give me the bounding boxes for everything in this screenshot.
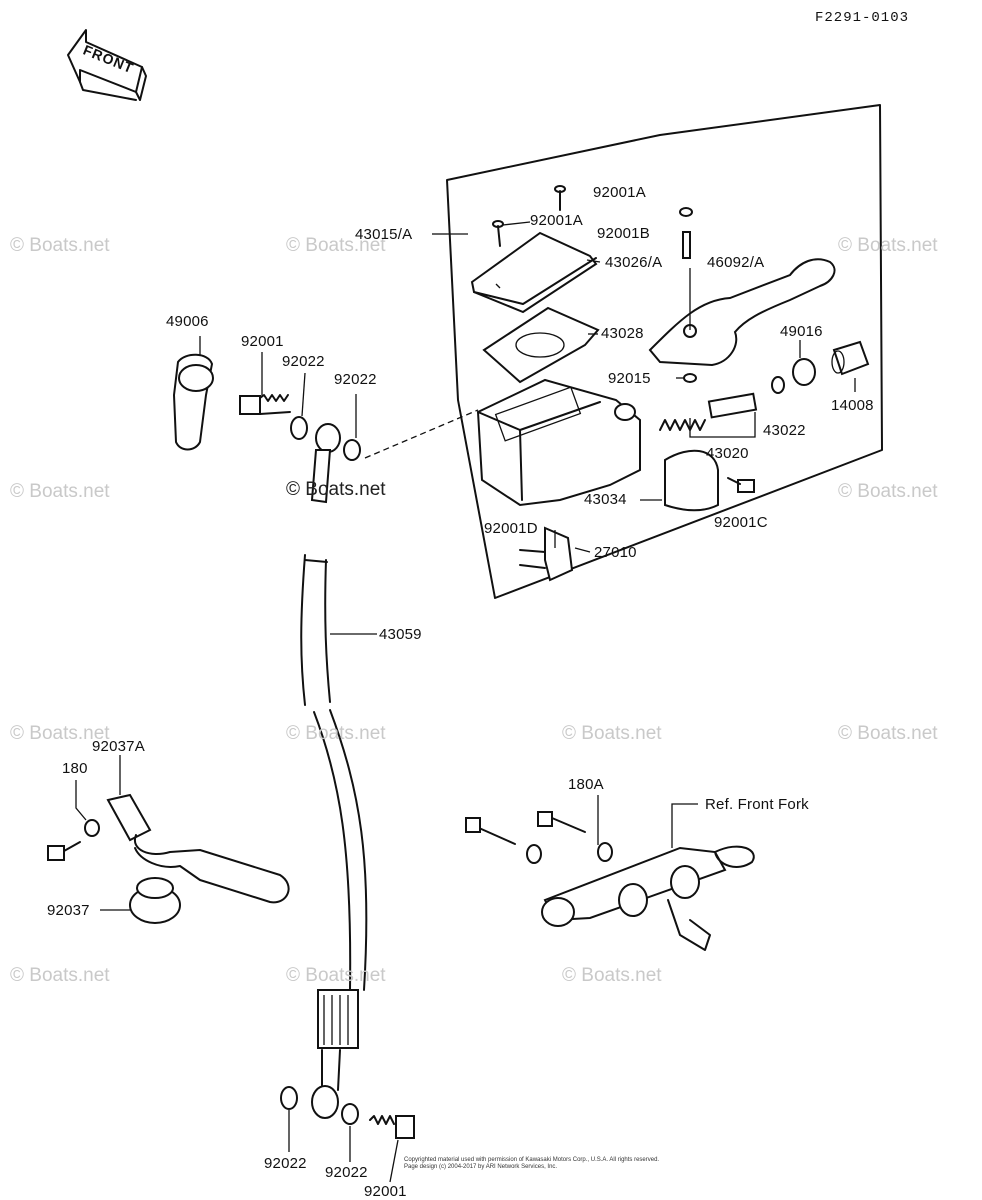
washer-b — [343, 439, 361, 461]
part-label: 46092/A — [707, 254, 765, 271]
part-label: 43028 — [601, 325, 644, 342]
washer-a — [290, 416, 308, 440]
washer-c — [280, 1086, 298, 1110]
reservoir-cap — [470, 231, 598, 314]
part-label: 27010 — [594, 544, 637, 561]
outside-leaders — [75, 233, 599, 1183]
watermark: © Boats.net — [562, 723, 662, 744]
banjo-bolt-lower — [369, 1115, 415, 1139]
brake-lever — [648, 258, 836, 367]
washer-d — [341, 1103, 359, 1125]
grommet-92037 — [129, 877, 181, 924]
part-label: 43034 — [584, 491, 627, 508]
reference-leader — [671, 803, 698, 848]
banjo-bolt-upper — [239, 394, 291, 415]
brake-hose — [300, 423, 368, 1119]
cover-cap — [831, 340, 870, 376]
bolt-92001c — [727, 477, 755, 493]
watermark: © Boats.net — [838, 235, 938, 256]
part-label: 92022 — [325, 1164, 368, 1181]
part-label: 92037A — [92, 738, 145, 755]
piston — [707, 376, 785, 419]
bleed-cap — [172, 353, 214, 451]
part-label: 92001A — [593, 184, 646, 201]
leader-lines — [432, 221, 856, 553]
handlebar-clamp — [664, 449, 719, 512]
part-label: 92001A — [530, 212, 583, 229]
part-label: 92001D — [484, 520, 538, 537]
part-label: 92001 — [364, 1183, 407, 1200]
watermark: © Boats.net — [10, 723, 110, 744]
watermark: © Boats.net — [838, 723, 938, 744]
diaphragm — [482, 306, 600, 384]
watermark: © Boats.net — [286, 723, 386, 744]
part-label: 92001C — [714, 514, 768, 531]
diagram-code: F2291-0103 — [815, 10, 910, 26]
part-label: 180A — [568, 776, 604, 793]
part-label: 43015/A — [355, 226, 413, 243]
pin-92001b — [679, 207, 693, 259]
part-label: 92022 — [264, 1155, 307, 1172]
watermark: © Boats.net — [10, 481, 110, 502]
watermark: © Boats.net — [838, 481, 938, 502]
part-label: 49016 — [780, 323, 823, 340]
assembly-boundary — [446, 104, 883, 599]
part-label: 43059 — [379, 626, 422, 643]
part-label: 92022 — [334, 371, 377, 388]
part-label: 14008 — [831, 397, 874, 414]
piston-spring — [659, 419, 706, 431]
reference-label: Ref. Front Fork — [705, 796, 809, 813]
part-label: 92001 — [241, 333, 284, 350]
watermark: © Boats.net — [10, 235, 110, 256]
hose-clip — [106, 793, 290, 904]
part-label: 92022 — [282, 353, 325, 370]
watermark: © Boats.net — [286, 479, 386, 500]
copyright-notice: Copyrighted material used with permissio… — [404, 1157, 659, 1171]
part-label: 180 — [62, 760, 88, 777]
part-label: 43022 — [763, 422, 806, 439]
master-cylinder-body — [476, 378, 641, 507]
front-arrow-icon — [67, 29, 147, 101]
part-label: 92015 — [608, 370, 651, 387]
connector-dash — [364, 409, 479, 459]
part-label: 43020 — [706, 445, 749, 462]
part-label: 92001B — [597, 225, 650, 242]
copyright-line: Page design (c) 2004-2017 by ARI Network… — [404, 1163, 558, 1170]
dust-boot — [792, 358, 816, 386]
part-label: 43026/A — [605, 254, 663, 271]
watermark: © Boats.net — [286, 235, 386, 256]
screw-92001a-mid — [492, 220, 504, 247]
fork-bracket — [465, 811, 755, 951]
part-label: 49006 — [166, 313, 209, 330]
brake-switch — [519, 526, 574, 582]
part-label: 92037 — [47, 902, 90, 919]
copyright-line: Copyrighted material used with permissio… — [404, 1157, 660, 1163]
watermark: © Boats.net — [286, 965, 386, 986]
watermark: © Boats.net — [10, 965, 110, 986]
nut-92015 — [683, 373, 697, 383]
screw-92001a-top — [554, 185, 566, 211]
watermark: © Boats.net — [562, 965, 662, 986]
bolt-180 — [47, 819, 100, 861]
